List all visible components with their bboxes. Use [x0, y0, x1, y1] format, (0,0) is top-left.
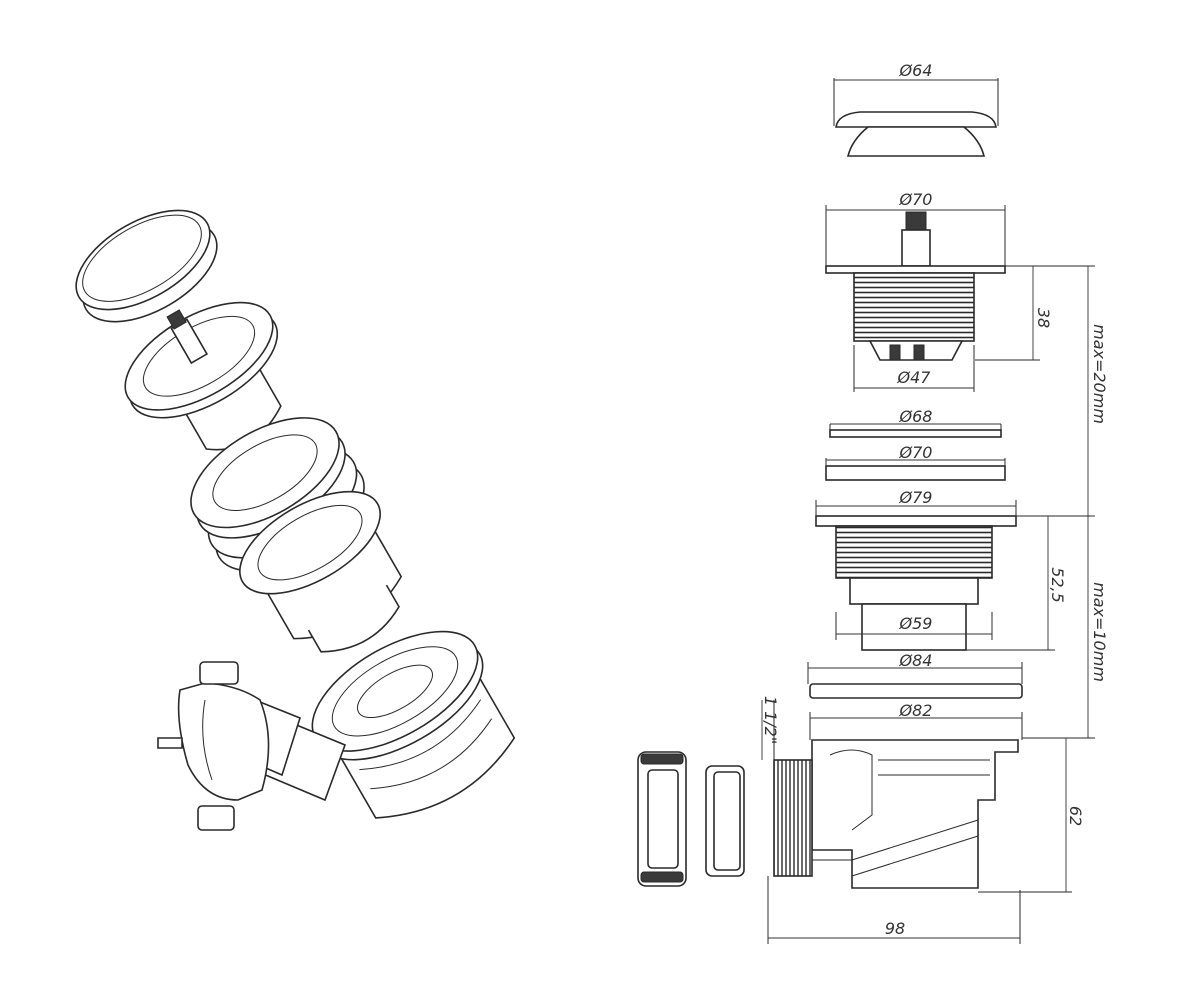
iso-strainer — [124, 301, 282, 451]
dim-gasket-2-diameter: Ø70 — [899, 443, 933, 462]
overall-length-dim: 98 — [767, 876, 1021, 944]
dim-body-height: 62 — [1066, 806, 1085, 826]
dim-outlet-thread: 1 1/2" — [761, 696, 780, 744]
outlet-nut-part — [637, 751, 687, 887]
gaskets-upper: Ø68 Ø70 — [825, 407, 1006, 481]
dim-overall-length: 98 — [885, 919, 905, 938]
dim-cap-diameter: Ø64 — [899, 61, 933, 80]
iso-trap-body — [311, 630, 516, 819]
dim-flange-diameter: Ø79 — [899, 488, 933, 507]
iso-cap — [75, 209, 218, 323]
exploded-isometric-view — [75, 209, 516, 831]
iso-threaded-sleeve — [239, 490, 403, 653]
dim-strainer-height: 38 — [1034, 308, 1053, 328]
dim-body-diameter: Ø82 — [899, 701, 933, 720]
dim-flange-height: 52,5 — [1048, 567, 1067, 603]
flange-part: Ø79 Ø59 52,5 — [815, 488, 1067, 651]
dim-max-upper: max=20mm — [1090, 324, 1109, 424]
gasket-lower: Ø84 — [807, 651, 1023, 699]
dim-gasket-1-diameter: Ø68 — [899, 407, 933, 426]
dim-max-lower: max=10mm — [1090, 582, 1109, 682]
body-height-dim: 62 — [978, 738, 1085, 893]
dim-strainer-diameter: Ø70 — [899, 190, 933, 209]
cap-part: Ø64 — [833, 61, 999, 157]
dim-gasket-3-diameter: Ø84 — [899, 651, 933, 670]
trap-body-part: Ø82 — [773, 701, 1023, 889]
dim-strainer-thread-diameter: Ø47 — [897, 368, 932, 387]
outlet-thread-dim: 1 1/2" — [761, 696, 780, 760]
max-range-dims: max=20mm max=10mm — [1022, 265, 1109, 739]
outlet-ring-part — [705, 765, 745, 877]
iso-outlet — [157, 661, 347, 831]
orthographic-view: Ø64 Ø70 Ø47 38 — [637, 61, 1109, 944]
strainer-part: Ø70 Ø47 38 — [825, 190, 1053, 392]
dim-flange-bottom-diameter: Ø59 — [899, 614, 933, 633]
